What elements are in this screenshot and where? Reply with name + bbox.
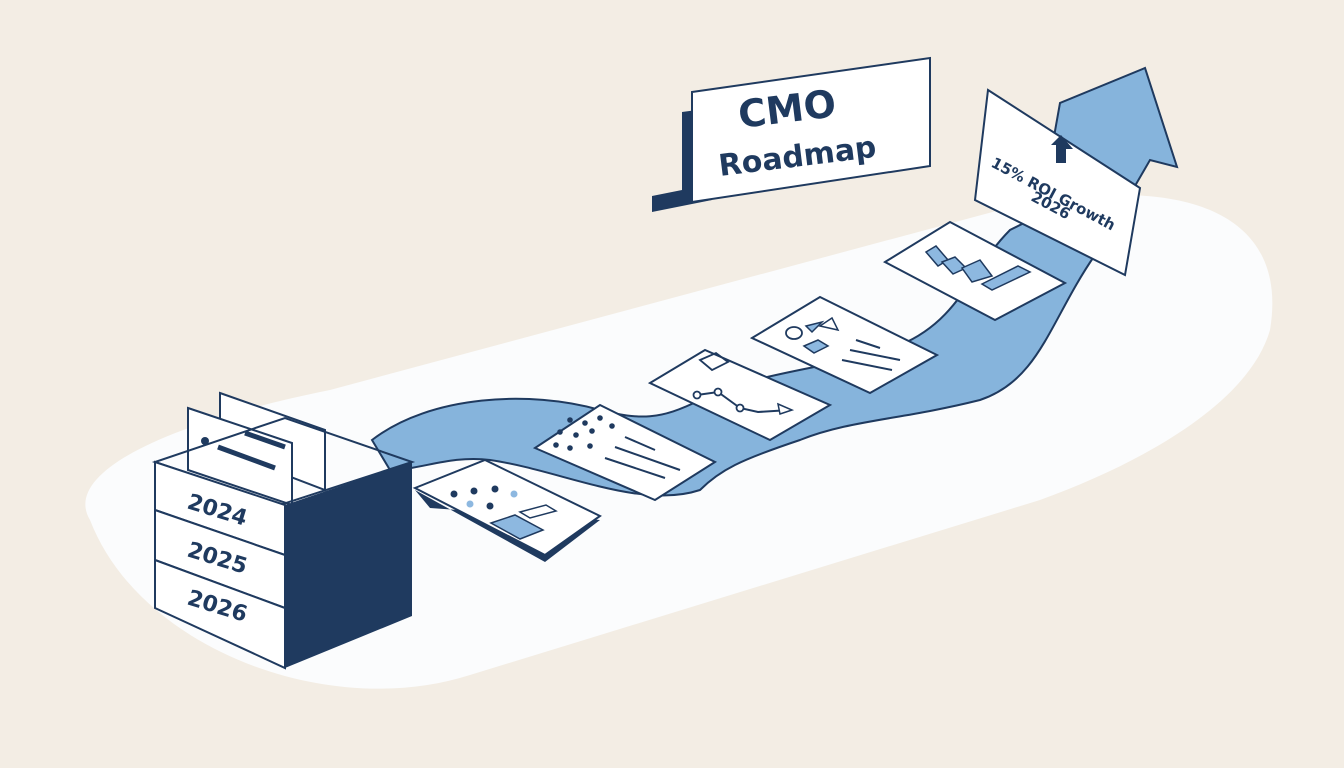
roadmap-path: [370, 213, 1097, 497]
line-chart-icon: [692, 387, 795, 415]
dot-grid-icon: [450, 485, 518, 510]
cabinet-side: [285, 462, 412, 668]
blue-bar: [489, 514, 545, 540]
title-sign: CMO Roadmap: [652, 56, 931, 212]
paper-dot: [201, 437, 209, 445]
drawer-2026[interactable]: [154, 558, 286, 670]
dots-card: [412, 458, 602, 562]
bar-chart-icon: [924, 245, 1032, 291]
archive-cabinet: 2024 2025 2026: [151, 391, 416, 670]
shapes-card: [749, 295, 940, 395]
up-arrow-icon: [1051, 135, 1073, 163]
dot-matrix-icon: [553, 415, 615, 451]
roi-goal-sign: 15% ROI Growth 2026: [973, 88, 1142, 277]
dot-matrix-card: [532, 403, 718, 502]
shapes-icon: [785, 316, 840, 354]
trend-line-card: [647, 348, 833, 442]
bar-chart-card: [882, 220, 1068, 322]
